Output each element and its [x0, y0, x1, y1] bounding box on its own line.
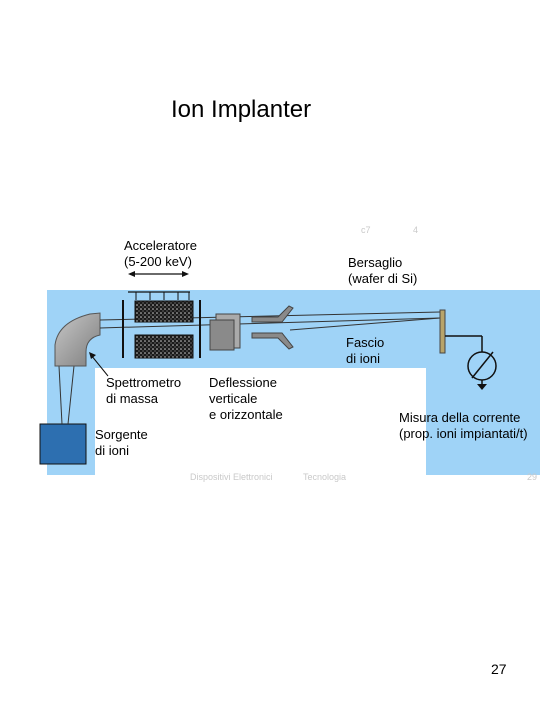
- faint-mark-right: 4: [413, 225, 419, 235]
- source-detail-label: di ioni: [95, 443, 129, 458]
- current-measure-label: Misura della corrente: [399, 410, 521, 425]
- beam-label: Fascio: [346, 335, 385, 350]
- accelerator-lower-plate: [134, 334, 194, 359]
- source-stem-left: [58, 365, 63, 425]
- ion-beam-lower: [99, 317, 441, 329]
- ammeter-needle: [471, 351, 494, 379]
- faint-footer-mid: Tecnologia: [303, 472, 347, 482]
- spectrometer-pointer-head: [89, 352, 96, 359]
- source-stem-right: [67, 365, 75, 425]
- mass-spectrometer-magnet: [54, 312, 101, 367]
- faint-mark-left: c7: [361, 225, 371, 235]
- target-wafer: [439, 309, 446, 354]
- target-label: Bersaglio: [348, 255, 403, 270]
- accelerator-range-label: (5-200 keV): [124, 254, 192, 269]
- spectrometer-label: Spettrometro: [106, 375, 182, 390]
- spectrometer-pointer: [90, 354, 109, 377]
- current-measure-detail-label: (prop. ioni impiantati/t): [399, 426, 528, 441]
- slide-title: Ion Implanter: [171, 96, 312, 123]
- target-detail-label: (wafer di Si): [348, 271, 418, 286]
- voltage-arrow-head-right: [182, 271, 189, 277]
- voltage-arrow-head-left: [128, 271, 135, 277]
- deflector-plate-upper: [251, 305, 294, 323]
- spectrometer-detail-label: di massa: [106, 391, 159, 406]
- faint-footer-left: Dispositivi Elettronici: [190, 472, 273, 482]
- beam-detail-label: di ioni: [346, 351, 380, 366]
- deflection-label: Deflessione: [209, 375, 277, 390]
- deflector-plate-lower: [251, 332, 294, 350]
- ion-source-box: [39, 423, 87, 465]
- accelerator-upper-plate: [134, 300, 194, 323]
- beam-to-target: [289, 317, 441, 331]
- page-number: 27: [491, 661, 507, 677]
- deflection-box-front: [209, 319, 235, 351]
- deflection-line3-label: e orizzontale: [209, 407, 283, 422]
- accelerator-label: Acceleratore: [124, 238, 197, 253]
- ground-icon: [477, 384, 487, 390]
- faint-footer-right: 29: [527, 472, 538, 482]
- deflection-line2-label: verticale: [209, 391, 258, 406]
- source-label: Sorgente: [95, 427, 148, 442]
